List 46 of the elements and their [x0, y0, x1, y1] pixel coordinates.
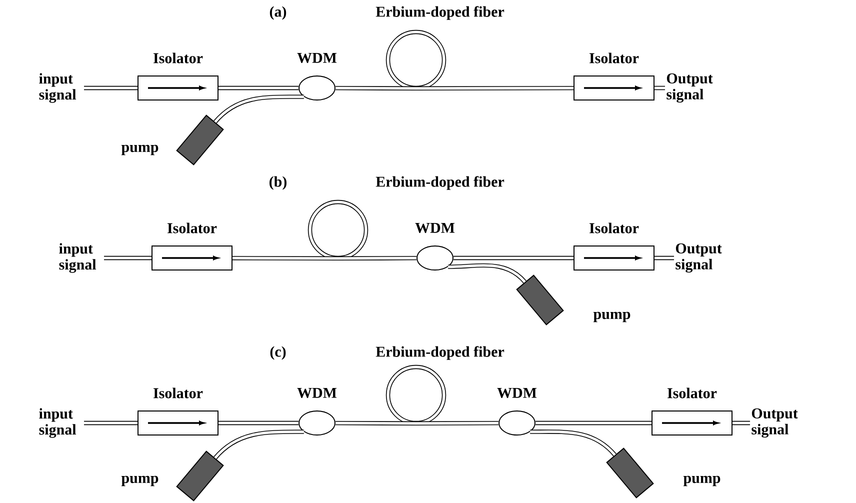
fiber-line — [218, 420, 298, 426]
component-label: WDM — [297, 388, 337, 398]
component-label: WDM — [297, 52, 337, 63]
panel-label: (c) — [270, 346, 286, 360]
pump-label: pump — [593, 312, 630, 322]
fiber-line — [214, 94, 304, 124]
signal-label: Output signal — [752, 408, 798, 438]
fiber-line — [654, 86, 665, 90]
fiber-line — [416, 420, 499, 426]
pump-label: pump — [683, 476, 720, 486]
fiber-line — [454, 256, 574, 260]
fiber-line — [336, 420, 416, 426]
component-label: Isolator — [590, 52, 639, 64]
component-label: WDM — [497, 388, 537, 398]
fiber-line — [530, 430, 616, 456]
fiber-line — [654, 256, 674, 260]
component-label: Isolator — [154, 388, 203, 398]
fiber-line — [232, 256, 338, 260]
panel-label: (a) — [270, 6, 286, 20]
signal-label: Output signal — [676, 243, 722, 273]
pump-label: pump — [121, 144, 158, 156]
fiber-line — [416, 86, 574, 90]
fiber-line — [448, 263, 526, 284]
fiber-line — [84, 86, 138, 90]
fiber-line — [338, 256, 417, 260]
component-label: Isolator — [154, 52, 203, 64]
signal-label: input signal — [59, 243, 96, 273]
fiber-label: Erbium-doped fiber — [376, 6, 504, 20]
signal-label: Output signal — [666, 73, 713, 103]
signal-label: input signal — [39, 408, 76, 438]
fiber-line — [536, 420, 652, 426]
fiber-line — [214, 430, 304, 460]
component-label: Isolator — [168, 222, 217, 234]
component-label: WDM — [415, 222, 455, 234]
fiber-line — [336, 86, 416, 90]
panel-label: (b) — [270, 176, 286, 190]
fiber-line — [84, 420, 138, 426]
fiber-label: Erbium-doped fiber — [376, 176, 504, 190]
signal-label: input signal — [39, 73, 76, 103]
component-label: Isolator — [590, 222, 639, 234]
fiber-line — [732, 420, 750, 426]
pump-label: pump — [121, 476, 158, 486]
fiber-label: Erbium-doped fiber — [376, 346, 504, 360]
fiber-line — [104, 256, 152, 260]
fiber-line — [218, 86, 298, 90]
component-label: Isolator — [668, 388, 717, 398]
